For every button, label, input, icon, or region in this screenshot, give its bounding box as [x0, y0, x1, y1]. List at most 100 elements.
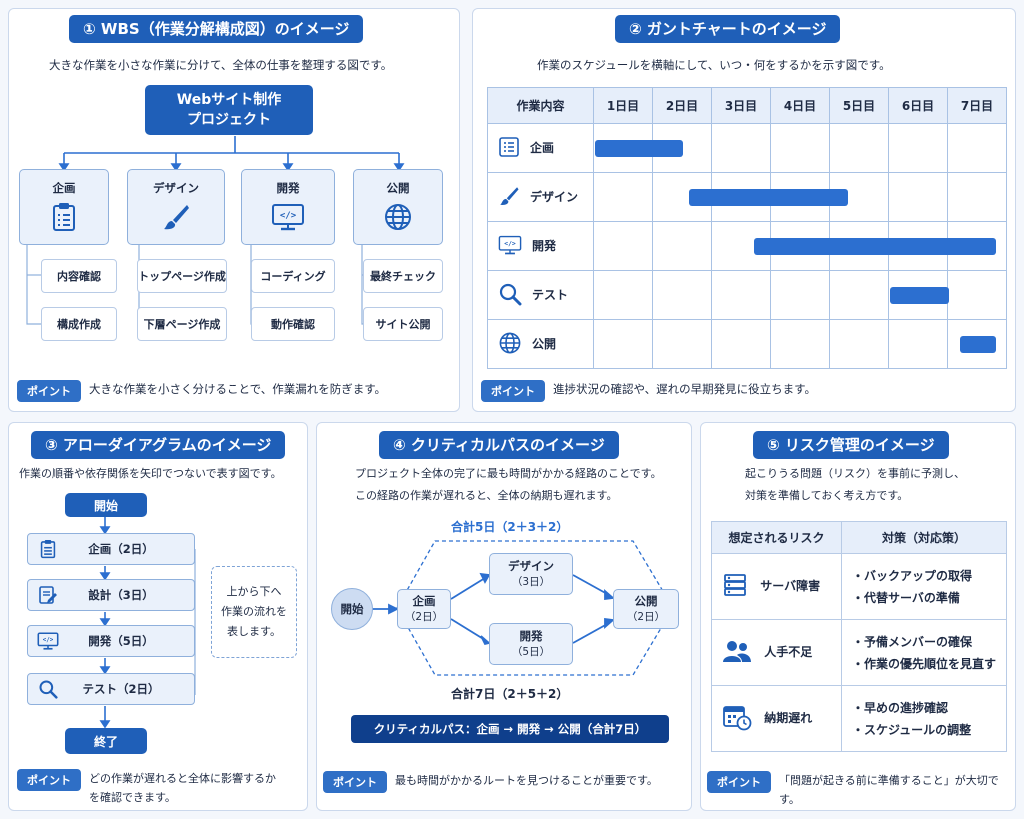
gantt-bar [688, 189, 849, 206]
node-label: 公開 [634, 594, 658, 608]
point-text-line: を確認できます。 [89, 791, 176, 804]
wbs-sub-item: コーディング [251, 259, 335, 293]
arrow-description: 作業の順番や依存関係を矢印でつないで表す図です。 [19, 467, 282, 480]
wbs-description: 大きな作業を小さな作業に分けて、全体の仕事を整理する図です。 [49, 58, 393, 72]
gantt-day-header: 5日目 [829, 87, 889, 124]
point-badge: ポイント [481, 380, 545, 402]
gantt-day-header: 7日目 [947, 87, 1007, 124]
risk-measure: ・作業の優先順位を見直す [852, 656, 997, 671]
arrow-panel: ③ アローダイアグラムのイメージ 作業の順番や依存関係を矢印でつないで表す図です… [8, 422, 308, 811]
risk-panel: ⑤ リスク管理のイメージ 起こりうる問題（リスク）を事前に予測し、 対策を準備し… [700, 422, 1016, 811]
clipboard-icon [28, 539, 68, 559]
wbs-sub-item: 構成作成 [41, 307, 117, 341]
arrow-note-line: 作業の流れを [221, 605, 287, 618]
arrow-step: 設計（3日） [27, 579, 195, 611]
node-days: （2日） [626, 611, 666, 623]
gantt-row: デザイン [487, 172, 1007, 222]
critical-description-1: プロジェクト全体の完了に最も時間がかかる経路のことです。 [355, 467, 662, 480]
arrow-start-node: 開始 [65, 493, 147, 517]
point-badge: ポイント [707, 771, 771, 793]
gantt-bar [594, 140, 683, 157]
wbs-group-design: デザイン [127, 169, 225, 245]
gantt-title: ② ガントチャートのイメージ [615, 15, 841, 43]
arrow-title: ③ アローダイアグラムのイメージ [31, 431, 286, 459]
critical-path-banner: クリティカルパス：企画 → 開発 → 公開（合計7日） [351, 715, 669, 743]
point-badge: ポイント [17, 380, 81, 402]
search-icon [498, 282, 522, 309]
point-text: 「問題が起きる前に準備すること」が大切です。 [779, 774, 999, 806]
arrow-step-label: 開発（5日） [88, 634, 154, 648]
risk-row: 納期遅れ ・早めの進捗確認 ・スケジュールの調整 [711, 685, 1007, 752]
point-text-line: どの作業が遅れると全体に影響するか [89, 772, 276, 785]
critical-node-design: デザイン （3日） [489, 553, 573, 595]
arrow-point: ポイント どの作業が遅れると全体に影響するか を確認できます。 [17, 769, 276, 807]
risk-point: ポイント 「問題が起きる前に準備すること」が大切です。 [707, 771, 1015, 809]
wbs-panel: ① WBS（作業分解構成図）のイメージ 大きな作業を小さな作業に分けて、全体の仕… [8, 8, 460, 412]
risk-description-1: 起こりうる問題（リスク）を事前に予測し、 [745, 467, 965, 480]
risk-title: ⑤ リスク管理のイメージ [753, 431, 949, 459]
gantt-panel: ② ガントチャートのイメージ 作業のスケジュールを横軸にして、いつ・何をするかを… [472, 8, 1016, 412]
wbs-root-line2: プロジェクト [187, 112, 271, 128]
gantt-bar [960, 336, 996, 353]
node-days: （3日） [511, 576, 551, 588]
gantt-row: 公開 [487, 319, 1007, 369]
risk-col-header: 想定されるリスク [711, 521, 842, 554]
wbs-title: ① WBS（作業分解構成図）のイメージ [69, 15, 364, 43]
svg-text:</>: </> [43, 638, 54, 644]
node-label: デザイン [508, 559, 554, 573]
wbs-group-label: デザイン [153, 181, 199, 195]
clipboard-icon [50, 202, 78, 235]
document-edit-icon [28, 585, 68, 605]
risk-label: 納期遅れ [764, 711, 813, 725]
wbs-sub-item: トップページ作成 [137, 259, 227, 293]
wbs-group-label: 開発 [276, 181, 300, 195]
gantt-row: 企画 [487, 123, 1007, 173]
critical-description-2: この経路の作業が遅れると、全体の納期も遅れます。 [355, 489, 618, 502]
gantt-day-header: 2日目 [652, 87, 712, 124]
calendar-clock-icon [722, 703, 752, 734]
gantt-task-label: 公開 [532, 336, 557, 351]
node-label: 企画 [412, 594, 436, 608]
critical-point: ポイント 最も時間がかかるルートを見つけることが重要です。 [323, 771, 658, 793]
gantt-day-header: 3日目 [711, 87, 771, 124]
wbs-sub-item: 最終チェック [363, 259, 443, 293]
people-icon [722, 638, 752, 667]
gantt-day-header: 4日目 [770, 87, 830, 124]
gantt-task-label: 開発 [532, 238, 557, 253]
wbs-group-label: 企画 [52, 181, 76, 195]
point-badge: ポイント [17, 769, 81, 791]
arrow-step-label: テスト（2日） [82, 682, 160, 696]
arrow-step: 企画（2日） [27, 533, 195, 565]
gantt-bar [753, 238, 996, 255]
code-monitor-icon: </> [271, 202, 305, 235]
list-icon [498, 136, 520, 161]
point-text: 大きな作業を小さく分けることで、作業漏れを防ぎます。 [89, 382, 387, 396]
wbs-group-release: 公開 [353, 169, 443, 245]
gantt-table: 作業内容 1日目 2日目 3日目 4日目 5日目 6日目 7日目 企画 デザイン… [487, 87, 1007, 369]
point-text: どの作業が遅れると全体に影響するか を確認できます。 [89, 769, 276, 807]
gantt-header-task: 作業内容 [487, 87, 594, 124]
point-badge: ポイント [323, 771, 387, 793]
risk-measure: ・代替サーバの準備 [852, 590, 960, 605]
svg-text:</>: </> [280, 211, 297, 221]
critical-panel: ④ クリティカルパスのイメージ プロジェクト全体の完了に最も時間がかかる経路のこ… [316, 422, 692, 811]
arrow-step-label: 設計（3日） [88, 588, 154, 602]
risk-label: 人手不足 [764, 645, 813, 659]
arrow-step-label: 企画（2日） [88, 542, 154, 556]
wbs-point: ポイント 大きな作業を小さく分けることで、作業漏れを防ぎます。 [17, 380, 386, 402]
wbs-group-planning: 企画 [19, 169, 109, 245]
gantt-day-header: 1日目 [593, 87, 653, 124]
code-monitor-icon: </> [498, 234, 522, 259]
risk-table: 想定されるリスク 対策（対応策） サーバ障害 ・バックアップの取得 ・代替サーバ… [711, 521, 1007, 752]
risk-measure: ・予備メンバーの確保 [852, 634, 973, 649]
risk-measure: ・バックアップの取得 [852, 568, 973, 583]
point-text: 最も時間がかかるルートを見つけることが重要です。 [395, 774, 658, 787]
wbs-root-project: Webサイト制作 プロジェクト [145, 85, 313, 135]
critical-bottom-total: 合計7日（2＋5＋2） [451, 687, 569, 701]
wbs-sub-item: 内容確認 [41, 259, 117, 293]
arrow-note-line: 表します。 [227, 625, 281, 638]
arrow-step: テスト（2日） [27, 673, 195, 705]
risk-measure: ・早めの進捗確認 [852, 700, 949, 715]
risk-row: 人手不足 ・予備メンバーの確保 ・作業の優先順位を見直す [711, 619, 1007, 686]
node-label: 開発 [519, 629, 543, 643]
